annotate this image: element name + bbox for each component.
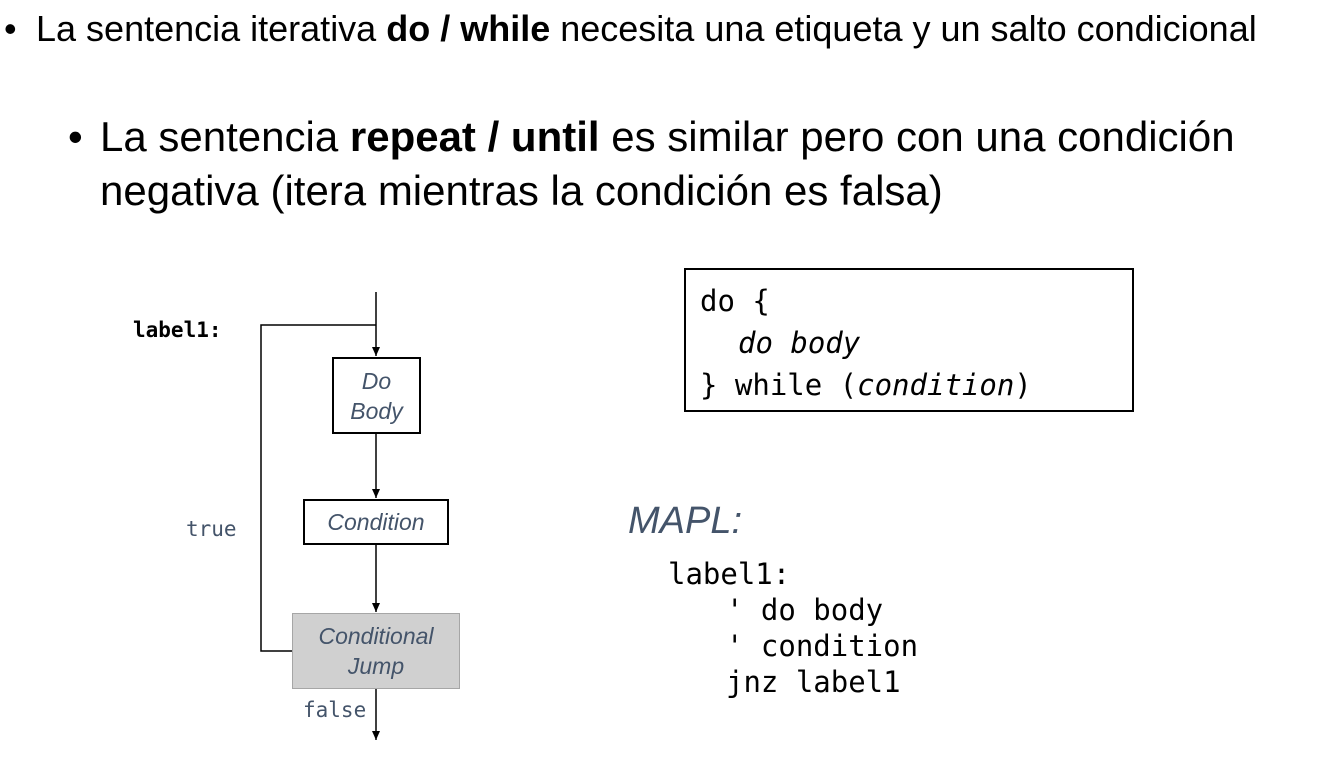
mapl-line-comment-condition: ' condition <box>726 629 919 663</box>
code-while-post: ) <box>1014 368 1032 402</box>
mapl-line-comment-body: ' do body <box>726 593 884 627</box>
bullet-text-bold: do / while <box>386 8 551 49</box>
code-condition: condition <box>857 368 1015 402</box>
sub-bullet-text-repeat-until: La sentencia repeat / until es similar p… <box>100 110 1320 218</box>
mapl-line-label: label1: <box>668 557 791 591</box>
jump-line2: Jump <box>347 653 405 679</box>
true-branch-label: true <box>186 517 237 541</box>
mapl-line-jnz: jnz label1 <box>726 665 901 699</box>
bullet-text-do-while: La sentencia iterativa do / while necesi… <box>36 6 1276 52</box>
do-body-line2: Body <box>350 397 403 424</box>
mapl-title: MAPL: <box>628 500 743 542</box>
false-branch-label: false <box>303 698 367 722</box>
do-body-line1: Do <box>361 367 392 394</box>
bullet-marker: • <box>4 8 17 49</box>
code-do-body: do body <box>738 326 861 360</box>
bullet-text-pre: La sentencia iterativa <box>36 8 387 49</box>
flowchart-label1: label1: <box>133 318 222 342</box>
jump-line1: Conditional <box>318 623 434 649</box>
code-while-pre: } while ( <box>700 368 858 402</box>
loop-back-line <box>260 324 376 652</box>
sub-bullet-text-pre: La sentencia <box>100 113 350 160</box>
code-line-1: do { <box>700 284 770 318</box>
code-line-3: } while (condition) <box>700 364 1132 406</box>
sub-bullet-text-bold: repeat / until <box>349 113 600 160</box>
sub-bullet-text-post: es similar pero con una condición negati… <box>100 113 1235 214</box>
bullet-text-post: necesita una etiqueta y un salto condici… <box>550 8 1257 49</box>
sub-bullet-marker: • <box>68 113 83 160</box>
condition-box: Condition <box>303 499 449 545</box>
condition-label: Condition <box>327 509 425 535</box>
code-line-2: do body <box>700 322 1132 364</box>
do-while-code-box: do { do body } while (condition) <box>684 268 1134 412</box>
mapl-code-block: label1: ' do body ' condition jnz label1 <box>668 556 918 700</box>
